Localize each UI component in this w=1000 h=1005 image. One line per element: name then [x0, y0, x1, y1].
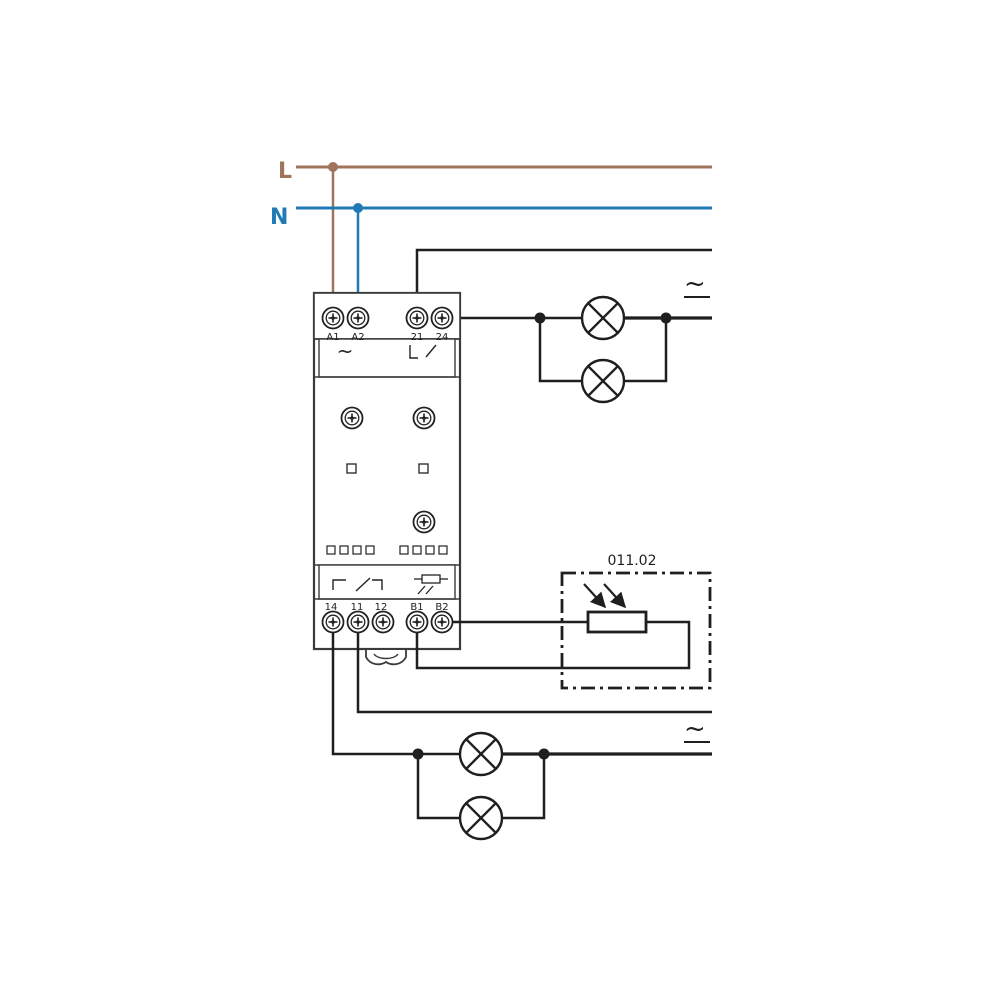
terminal-screw-icon: [371, 610, 395, 634]
line-n-label: N: [270, 205, 288, 230]
terminal-screw-icon: [346, 610, 370, 634]
light-arrow-icon: [583, 583, 607, 609]
terminal-label-21: 21: [411, 332, 424, 343]
contact-symbol-icon: [409, 344, 437, 359]
terminal-label-24: 24: [436, 332, 449, 343]
lamp-icon: [580, 295, 626, 341]
terminal-label-14: 14: [325, 602, 338, 613]
terminal-label-b2: B2: [435, 602, 448, 613]
terminal-label-11: 11: [351, 602, 364, 613]
terminal-screw-icon: [430, 610, 454, 634]
terminal-label-a2: A2: [351, 332, 364, 343]
photoresistor-symbol-icon: [414, 574, 448, 595]
terminal-label-12: 12: [375, 602, 388, 613]
light-arrow-icon: [603, 583, 627, 609]
indicator-led: [346, 463, 357, 474]
svg-text:~: ~: [684, 714, 706, 744]
changeover-contact-icon: [332, 577, 383, 592]
terminal-label-a1: A1: [326, 332, 339, 343]
terminal-screw-icon: [346, 306, 370, 330]
dip-switch-row: [326, 545, 448, 555]
ac-supply-symbol-bottom: ~: [684, 714, 710, 744]
terminal-screw-icon: [321, 610, 345, 634]
wire-11: [356, 633, 712, 714]
lamp-icon: [580, 358, 626, 404]
wire-b1: [415, 620, 691, 670]
wire-21: [415, 248, 712, 318]
ac-symbol: ~: [337, 339, 354, 363]
indicator-led: [418, 463, 429, 474]
lamp-icon: [458, 731, 504, 777]
ac-supply-symbol-top: ~: [684, 269, 710, 299]
relay-device: A1 A2 21 24 ~: [312, 291, 462, 651]
terminal-screw-icon: [405, 610, 429, 634]
photoresistor-icon: [586, 610, 648, 634]
adjust-screw-icon: [340, 406, 364, 430]
terminal-label-b1: B1: [410, 602, 423, 613]
terminal-screw-icon: [430, 306, 454, 330]
light-sensor-box: 011.02: [560, 553, 712, 690]
din-rail-clip: [365, 650, 407, 666]
sensor-label: 011.02: [608, 553, 657, 569]
adjust-screw-icon: [412, 406, 436, 430]
terminal-screw-icon: [321, 306, 345, 330]
lamp-icon: [458, 795, 504, 841]
adjust-screw-icon: [412, 510, 436, 534]
svg-text:~: ~: [684, 269, 706, 299]
line-l-label: L: [278, 159, 292, 184]
terminal-screw-icon: [405, 306, 429, 330]
